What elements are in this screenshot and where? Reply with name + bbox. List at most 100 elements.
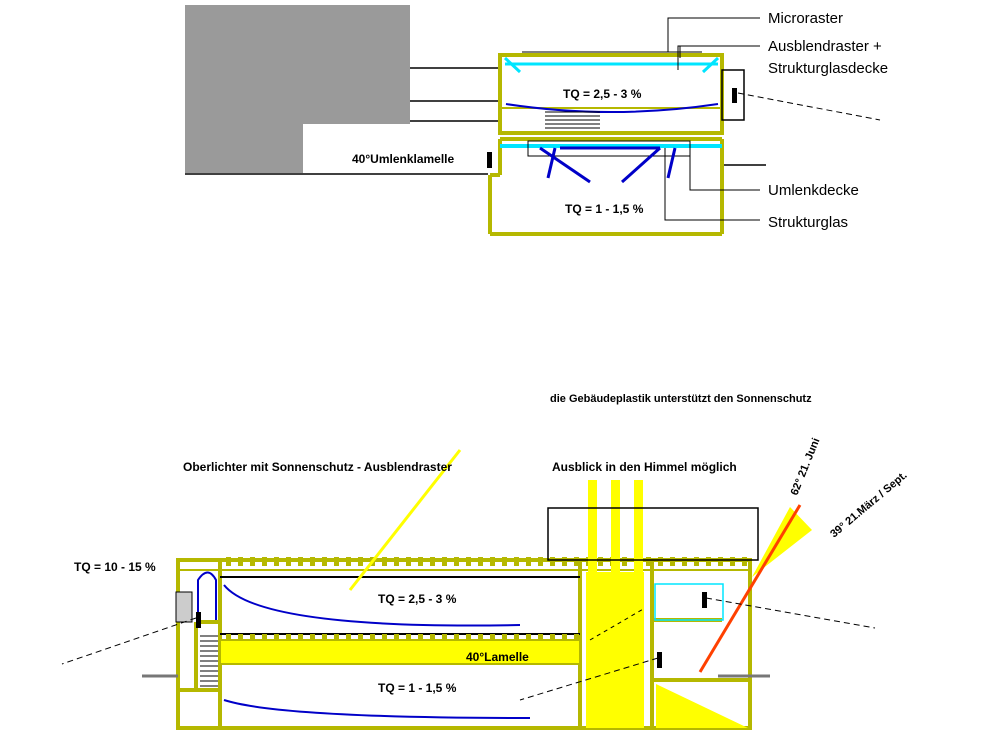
label-ausblendraster: Ausblendraster + xyxy=(768,38,882,55)
balcony-bottom xyxy=(654,583,724,621)
umlenkdecke-panel xyxy=(527,140,691,157)
lamelle-fin xyxy=(538,634,543,640)
roof-raster-fin xyxy=(670,557,675,566)
lamelle-fin xyxy=(514,634,519,640)
stairs xyxy=(545,111,600,129)
label-angle-june: 62° 21. Juni xyxy=(789,436,823,497)
label-tq-lower-top: TQ = 1 - 1,5 % xyxy=(565,202,644,216)
label-tq-lower-bottom: TQ = 1 - 1,5 % xyxy=(378,681,457,695)
light-rays xyxy=(539,146,677,184)
roof-raster-fin xyxy=(250,557,255,566)
roof-raster-fin xyxy=(310,557,315,566)
roof-raster-fin xyxy=(526,557,531,566)
roof-raster-fin xyxy=(718,557,723,566)
roof-raster-fin xyxy=(334,557,339,566)
sightline-atrium-up xyxy=(589,607,646,641)
sightline-balcony xyxy=(705,597,876,629)
roof-raster-fin xyxy=(358,557,363,566)
lamelle-fin xyxy=(298,634,303,640)
roof-raster-fin xyxy=(454,557,459,566)
lamelle-fin xyxy=(502,634,507,640)
neighbour-building xyxy=(185,5,410,173)
label-strukturglas: Strukturglas xyxy=(768,214,848,231)
roof-raster-fin xyxy=(262,557,267,566)
lamelle-fin xyxy=(562,634,567,640)
roof-raster-fin xyxy=(658,557,663,566)
roof-raster-fin xyxy=(562,557,567,566)
lamelle-fin xyxy=(478,634,483,640)
observer-figure xyxy=(732,88,737,103)
person-balcony xyxy=(702,592,707,608)
roof-raster-fin xyxy=(682,557,687,566)
label-microraster: Microraster xyxy=(768,10,843,27)
lamelle-fin xyxy=(250,634,255,640)
top-section: Microraster Ausblendraster + Strukturgla… xyxy=(185,5,888,236)
lamelle-fin xyxy=(322,634,327,640)
roof-raster-fin xyxy=(442,557,447,566)
roof-raster-fin xyxy=(394,557,399,566)
lamelle-fin xyxy=(334,634,339,640)
skylight-left-bevel xyxy=(503,56,522,74)
lamelle-fin xyxy=(286,634,291,640)
lamelle-fin xyxy=(358,634,363,640)
lamelle-fin xyxy=(490,634,495,640)
label-umlenklamelle: 40°Umlenklamelle xyxy=(352,152,455,166)
lamelle-fin xyxy=(226,634,231,640)
lamelle-fin xyxy=(454,634,459,640)
label-umlenkdecke: Umlenkdecke xyxy=(768,182,859,199)
roof-raster-fin xyxy=(298,557,303,566)
sightline-top xyxy=(737,92,881,121)
leader-lines-top xyxy=(664,17,760,221)
label-tq-upper-top: TQ = 2,5 - 3 % xyxy=(563,87,642,101)
roof-raster-fin xyxy=(694,557,699,566)
bottom-building-frame xyxy=(176,558,752,730)
roof-raster-fin xyxy=(286,557,291,566)
roof-raster-fin xyxy=(430,557,435,566)
roof-raster-fin xyxy=(238,557,243,566)
roof-raster-fin xyxy=(574,557,579,566)
roof-raster-fin xyxy=(274,557,279,566)
lamelle-fin xyxy=(370,634,375,640)
lamelle-fin xyxy=(310,634,315,640)
roof-raster-fin xyxy=(226,557,231,566)
label-lamelle: 40°Lamelle xyxy=(466,650,529,664)
lamelle-fin xyxy=(442,634,447,640)
roof-raster-fin xyxy=(646,557,651,566)
label-oberlichter: Oberlichter mit Sonnenschutz - Ausblendr… xyxy=(183,460,452,474)
sky-beams xyxy=(588,480,643,572)
roof-raster-fin xyxy=(382,557,387,566)
lamelle-fin xyxy=(406,634,411,640)
sun-wedge xyxy=(752,507,812,577)
person-atrium xyxy=(657,652,662,668)
roof-raster-fin xyxy=(418,557,423,566)
label-tq-upper-bottom: TQ = 2,5 - 3 % xyxy=(378,592,457,606)
lamelle-band xyxy=(219,639,581,665)
light-curve-left xyxy=(197,571,217,620)
roof-raster-fin xyxy=(466,557,471,566)
light-curve-upper xyxy=(505,103,719,113)
skylight-right-bevel xyxy=(701,56,720,74)
label-strukturglasdecke: Strukturglasdecke xyxy=(768,60,888,77)
lamelle-fin xyxy=(574,634,579,640)
roof-raster-fin xyxy=(346,557,351,566)
lamelle-fin xyxy=(274,634,279,640)
lamelle-fin xyxy=(346,634,351,640)
lamelle-fin xyxy=(394,634,399,640)
light-curve-bottom-lower xyxy=(223,699,531,719)
atrium-roof xyxy=(547,507,759,561)
sun-angle-line xyxy=(698,504,802,673)
lamelle-fin xyxy=(418,634,423,640)
label-tq-left: TQ = 10 - 15 % xyxy=(74,560,156,574)
lamelle-fin xyxy=(550,634,555,640)
lamelle-fin xyxy=(466,634,471,640)
atrium-light xyxy=(586,572,644,728)
light-curve-bottom-upper xyxy=(223,584,521,627)
label-ausblick: Ausblick in den Himmel möglich xyxy=(552,460,737,474)
label-gebaeudeplastik: die Gebäudeplastik unterstützt den Sonne… xyxy=(550,393,812,405)
lamelle-fin xyxy=(430,634,435,640)
roof-raster-fin xyxy=(730,557,735,566)
label-angle-march: 39° 21.März / Sept. xyxy=(828,469,909,540)
person-left xyxy=(196,612,201,628)
person-figure xyxy=(487,152,492,168)
